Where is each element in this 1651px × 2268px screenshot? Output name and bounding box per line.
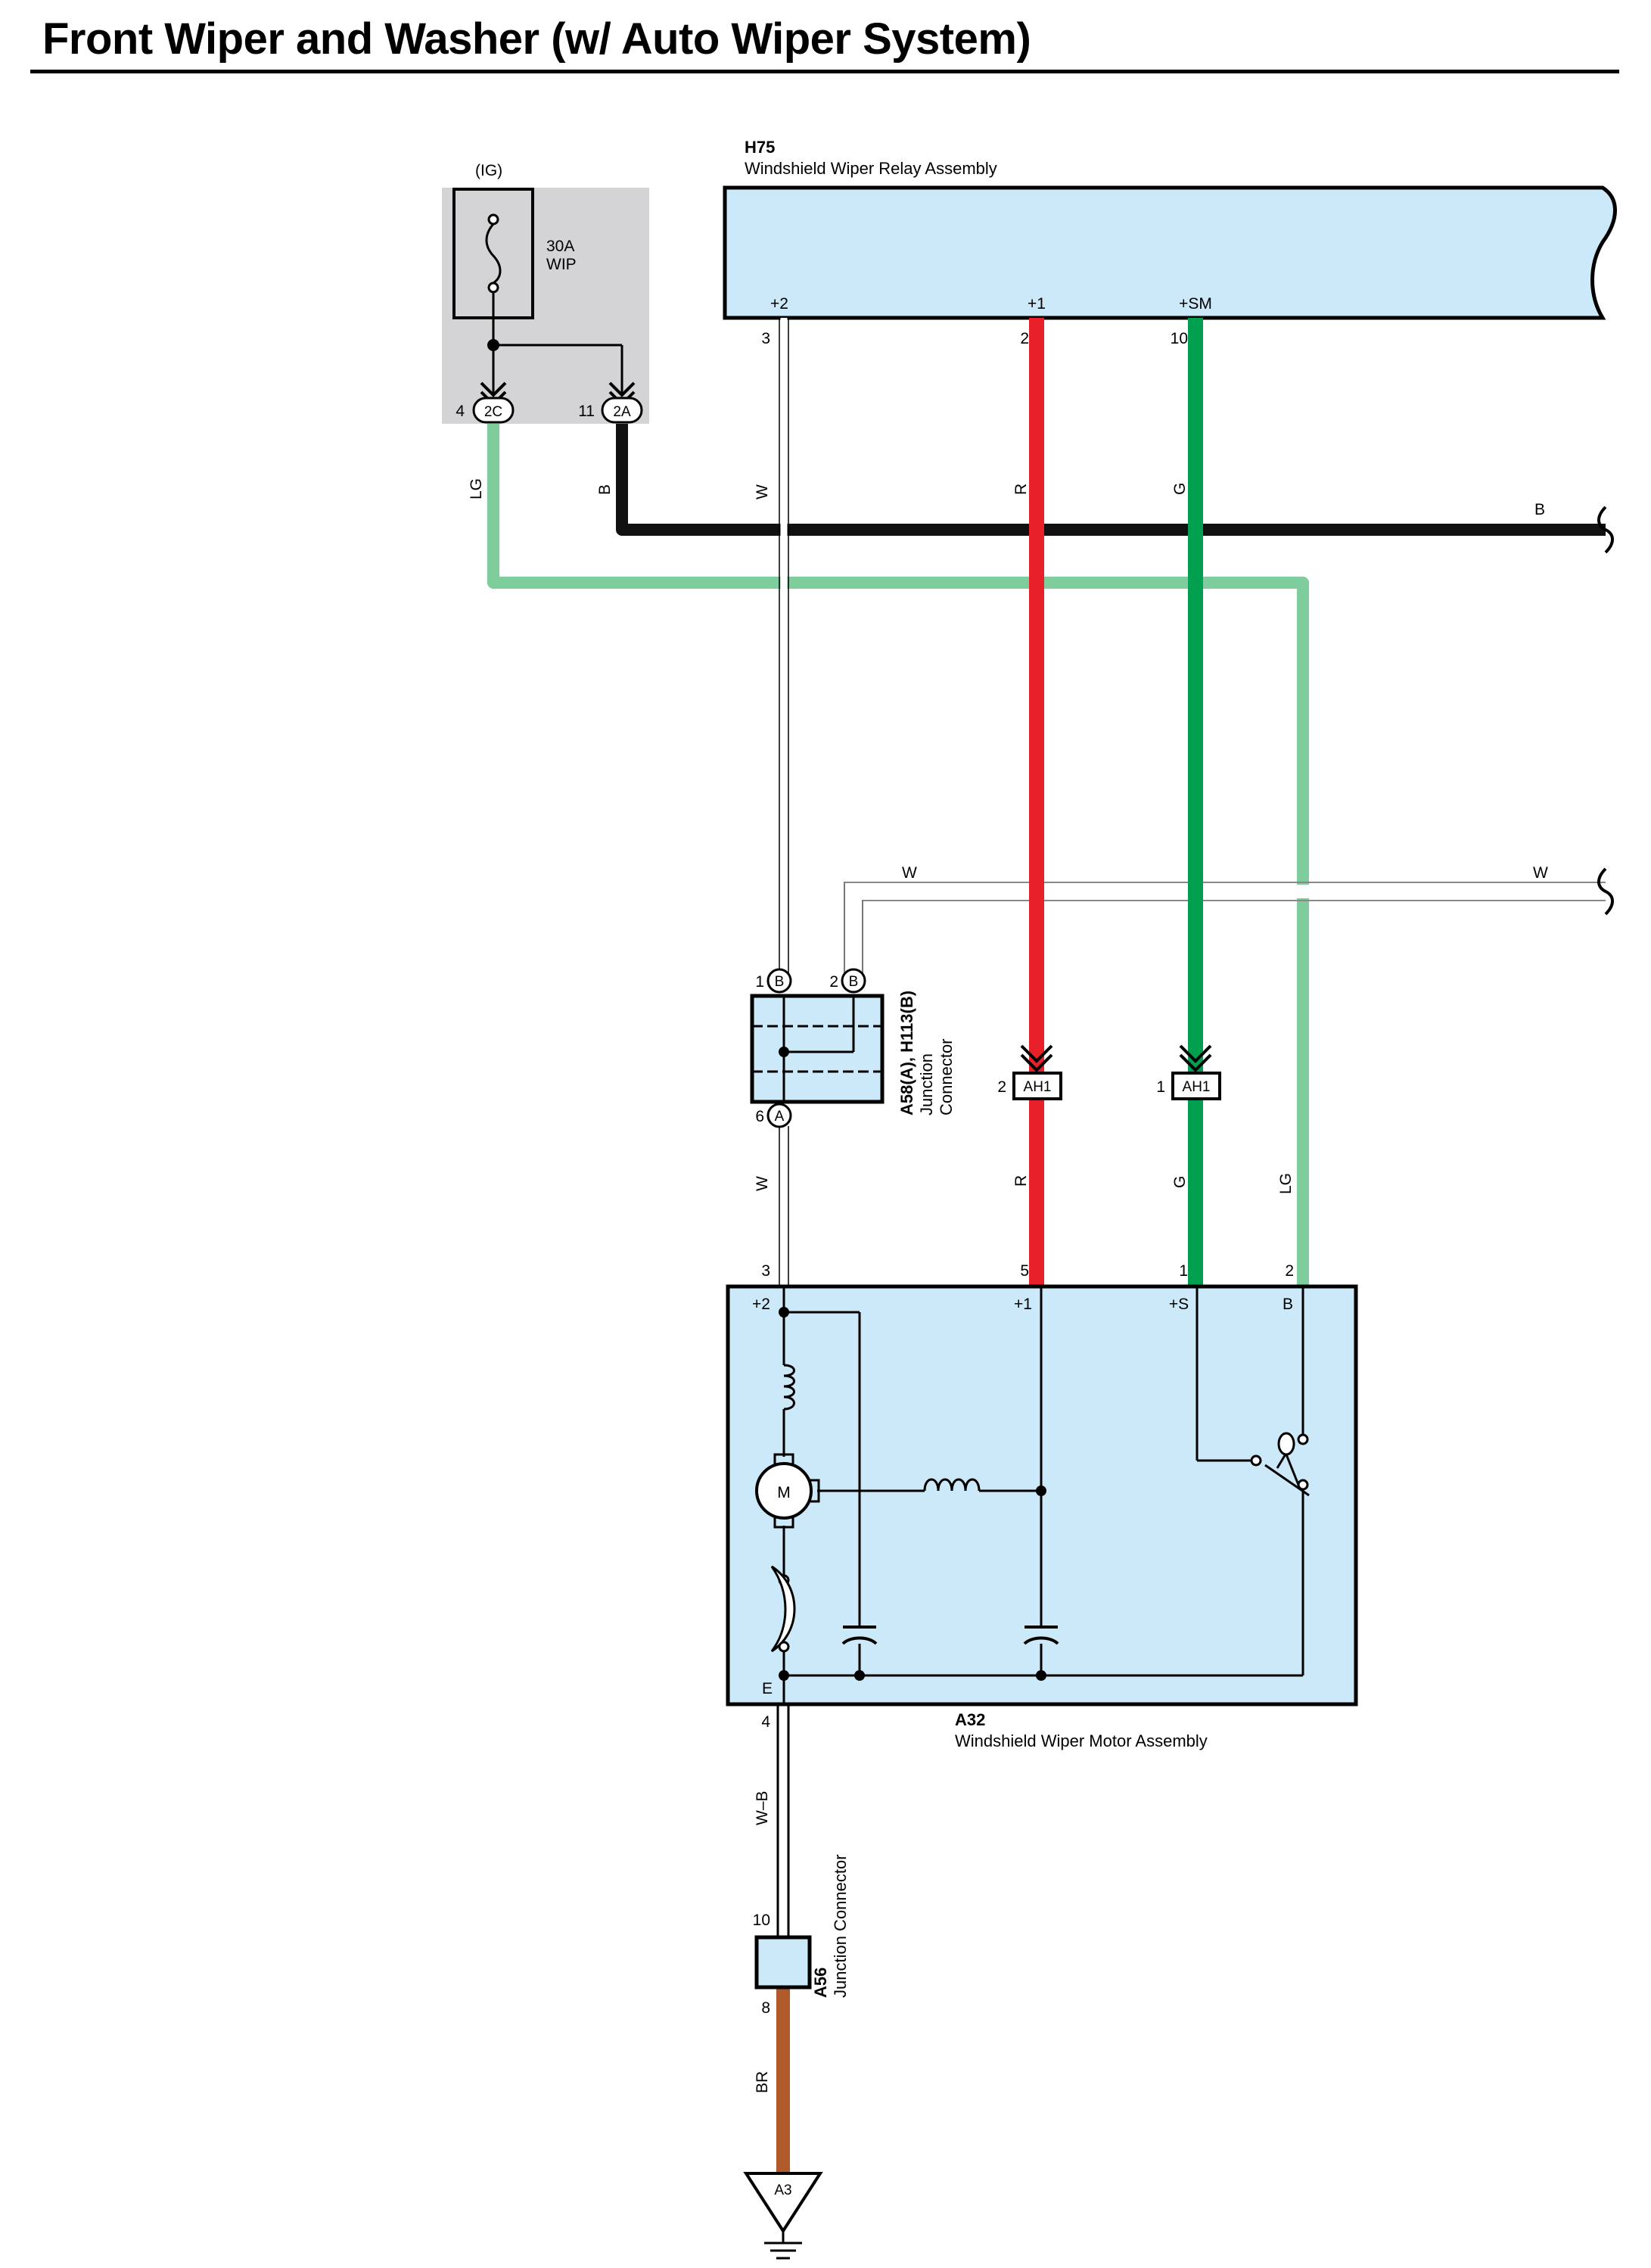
a58-pin2: 2 <box>829 973 838 991</box>
relay-terminal-plussm: +SM <box>1179 295 1212 313</box>
connector-ah1-red: AH1 2 <box>997 1044 1062 1100</box>
fuse-icon <box>485 213 502 294</box>
relay-pin-3: 3 <box>761 330 770 347</box>
park-switch-icon <box>1250 1432 1310 1497</box>
motor-terminal-b: B <box>1283 1296 1293 1313</box>
motor-icon: M <box>755 1453 820 1529</box>
wire-b <box>616 424 1606 536</box>
wire-label-lg-motor: LG <box>1277 1173 1295 1194</box>
a56-pin-10: 10 <box>753 1912 770 1929</box>
a56-name: Junction Connector <box>831 1854 850 1998</box>
ground-code: A3 <box>774 2182 791 2198</box>
motor-terminal-plus1: +1 <box>1014 1296 1032 1313</box>
a58-pin6: 6 <box>755 1108 764 1125</box>
motor-pin-3: 3 <box>761 1262 770 1280</box>
relay-assembly: H75 Windshield Wiper Relay Assembly +2 +… <box>723 138 1617 347</box>
fuse-pin-4: 4 <box>456 403 465 420</box>
wire-label-b-right: B <box>1534 501 1545 518</box>
motor-symbol-label: M <box>777 1484 791 1501</box>
wire-label-w-motor: W <box>754 1176 771 1191</box>
motor-pin-1: 1 <box>1179 1262 1188 1280</box>
a58-pin1-conn: B <box>775 974 785 990</box>
wire-label-lg-fuse: LG <box>468 478 485 499</box>
ah1-red-pin: 2 <box>997 1078 1006 1096</box>
a58-pin6-conn: A <box>775 1109 785 1125</box>
wire-w-upper <box>844 882 1606 976</box>
wire-break-icon <box>1597 506 1614 554</box>
wire-lg <box>487 424 1309 1286</box>
ah1-green-code: AH1 <box>1183 1079 1211 1095</box>
relay-pin-10: 10 <box>1171 330 1188 347</box>
wire-label-w-relay: W <box>754 484 771 499</box>
fuse-rating: 30A <box>546 238 574 255</box>
a58-pin1: 1 <box>755 973 764 991</box>
fuse-connector-2a <box>601 397 643 424</box>
fuse-connector-2c-label: 2C <box>484 404 502 420</box>
motor-pin-4: 4 <box>761 1713 770 1731</box>
fuse-connector-2a-label: 2A <box>613 404 631 420</box>
fuse-pin-11: 11 <box>578 403 595 420</box>
junction-connector-a56: 10 8 A56 Junction Connector <box>753 1854 850 2017</box>
ground-icon: A3 <box>743 2172 823 2260</box>
a58-body <box>750 994 885 1104</box>
a56-body <box>754 1935 812 1990</box>
wire-label-g-motor: G <box>1171 1176 1189 1188</box>
connector-arrow-icon <box>1179 1044 1212 1072</box>
ah1-green-pin: 1 <box>1156 1078 1165 1096</box>
a58-name-line2: Connector <box>937 1038 956 1115</box>
motor-code: A32 <box>955 1710 985 1729</box>
wire-label-r-motor: R <box>1012 1175 1030 1187</box>
relay-body <box>723 185 1617 320</box>
wire-w-relay <box>779 318 789 978</box>
motor-pin-2: 2 <box>1285 1262 1294 1280</box>
fuse-name: WIP <box>546 256 577 273</box>
motor-terminal-e: E <box>762 1680 773 1697</box>
fuse-box-background <box>442 188 649 424</box>
wiper-motor-assembly: 3 5 1 2 +2 +1 +S B E <box>726 1262 1358 1750</box>
wire-label-b-fuse: B <box>596 484 614 495</box>
a58-code: A58(A), H113(B) <box>897 991 916 1115</box>
motor-terminal-plus2: +2 <box>752 1296 770 1313</box>
wire-break-icon <box>1597 867 1614 916</box>
wire-w-motor <box>779 1126 789 1286</box>
circuit-breaker-icon <box>770 1565 796 1653</box>
relay-pin-2: 2 <box>1020 330 1029 347</box>
a56-pin-8: 8 <box>761 1999 770 2017</box>
motor-name: Windshield Wiper Motor Assembly <box>955 1731 1208 1750</box>
relay-terminal-plus1: +1 <box>1028 295 1046 313</box>
wire-wb <box>776 1695 790 1937</box>
relay-terminal-plus2: +2 <box>770 295 788 313</box>
capacitor-icon <box>1023 1626 1059 1645</box>
wire-label-w-upper-left: W <box>902 864 917 882</box>
coil-icon <box>923 1478 981 1492</box>
relay-name: Windshield Wiper Relay Assembly <box>745 159 997 178</box>
junction-connector-a58: B 1 B 2 A 6 A58(A), H113(B) Junction Con… <box>750 968 956 1128</box>
a58-pin2-conn: B <box>849 974 859 990</box>
a56-code: A56 <box>811 1968 830 1998</box>
wire-label-r-relay: R <box>1012 484 1030 495</box>
motor-pin-5: 5 <box>1020 1262 1029 1280</box>
capacitor-icon <box>841 1626 878 1645</box>
fuse-connector-2c <box>472 397 515 424</box>
motor-terminal-pluss: +S <box>1169 1296 1189 1313</box>
fuse-box: (IG) 30A WIP 2C 4 2A 11 <box>442 162 649 424</box>
connector-arrow-icon <box>1020 1044 1053 1072</box>
connector-ah1-green: AH1 1 <box>1156 1044 1221 1100</box>
coil-icon <box>783 1364 795 1411</box>
page-title: Front Wiper and Washer (w/ Auto Wiper Sy… <box>42 14 1031 64</box>
title-rule <box>30 70 1619 73</box>
relay-code: H75 <box>745 138 775 157</box>
wire-label-w-upper-right: W <box>1533 864 1548 882</box>
ah1-red-code: AH1 <box>1024 1079 1052 1095</box>
fuse-source-label: (IG) <box>475 162 502 179</box>
wire-label-g-relay: G <box>1171 483 1189 495</box>
a58-name-line1: Junction <box>917 1053 936 1115</box>
wire-label-br: BR <box>754 2071 771 2093</box>
wire-label-wb: W–B <box>754 1790 771 1825</box>
